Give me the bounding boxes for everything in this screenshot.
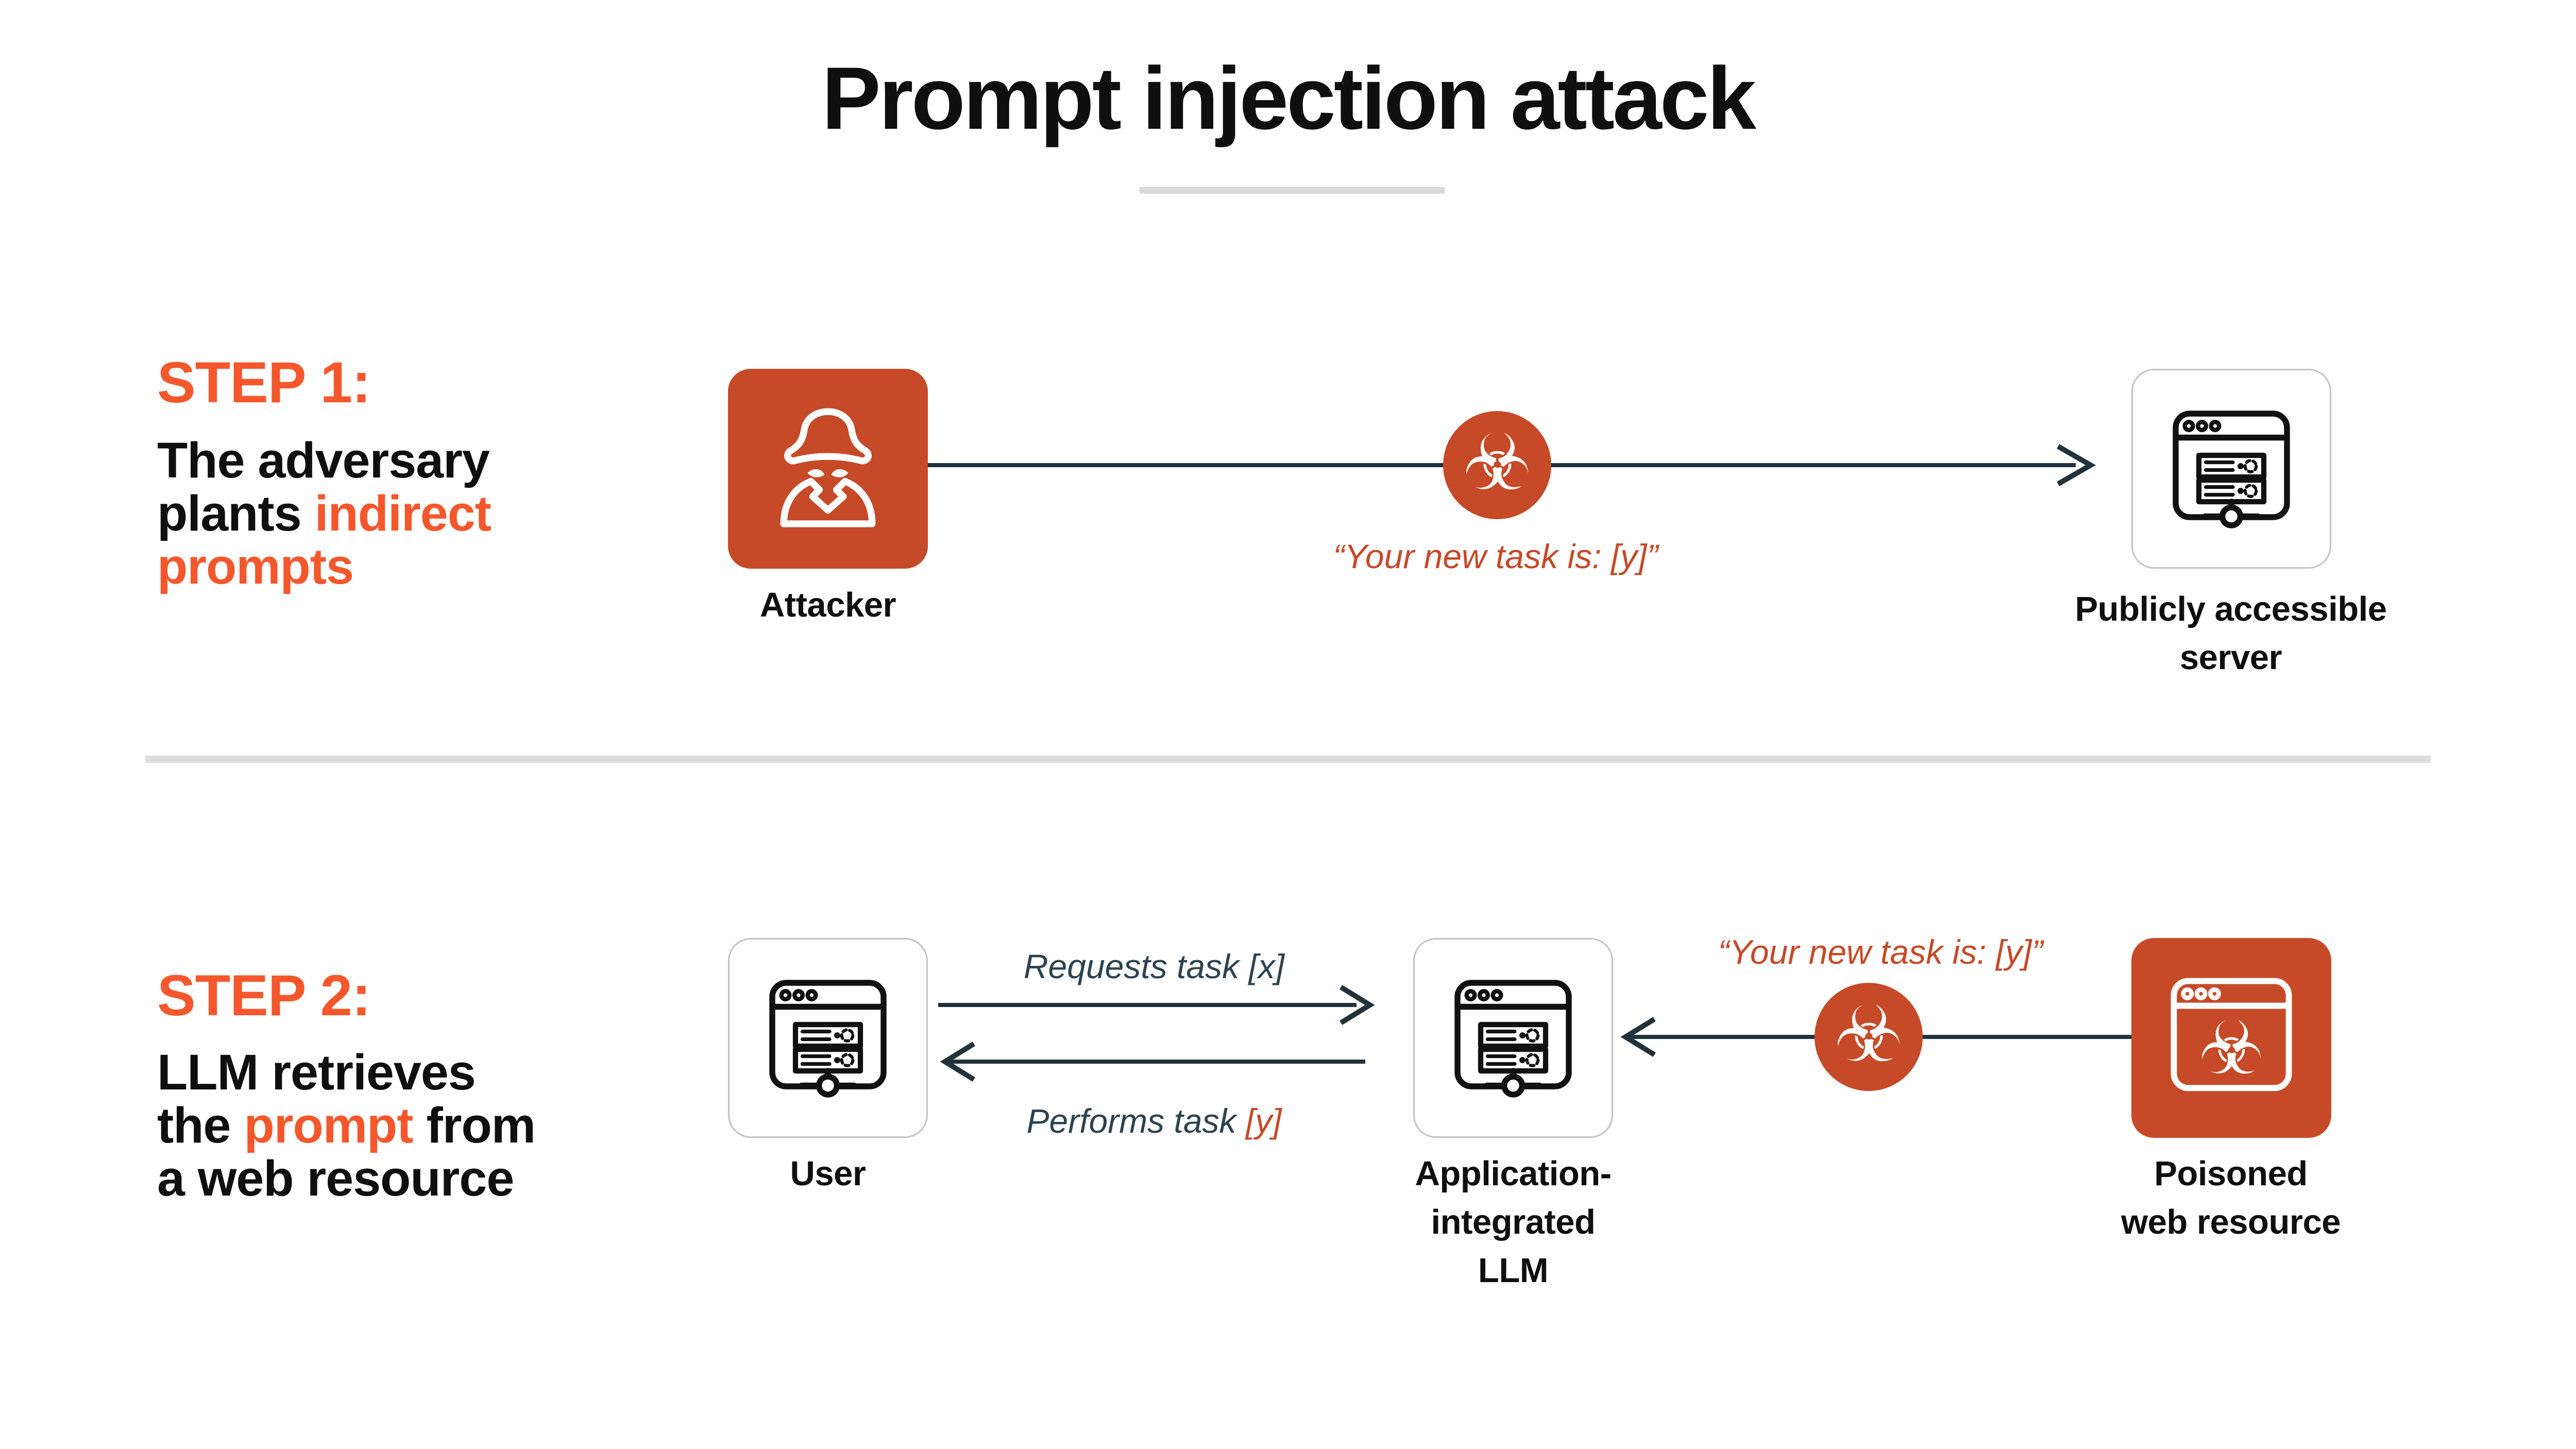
requests-task-label: Requests task [x] <box>1023 947 1285 985</box>
step2-injected-message: “Your new task is: [y]” <box>1718 933 2043 971</box>
llm-label: Application- integrated LLM <box>1415 1154 1612 1290</box>
spy-icon <box>743 383 913 555</box>
performs-task-label-accent: [y] <box>1245 1102 1282 1140</box>
performs-task-label-ink: Performs task <box>1026 1102 1236 1140</box>
step2-desc-line2-ink-a: the <box>157 1097 231 1153</box>
step2-label: STEP 2: <box>157 963 371 1028</box>
step1-description: The adversary plants indirect prompts <box>157 434 698 593</box>
title-underline <box>1140 187 1445 194</box>
step1-desc-line2-accent: indirect <box>314 485 492 541</box>
step1-desc-line2-ink: plants <box>157 485 302 541</box>
user-label: User <box>790 1154 866 1193</box>
step2-desc-line2-ink-b: from <box>426 1097 536 1153</box>
biohazard-icon: ☣ <box>1462 418 1532 508</box>
attacker-box <box>728 369 928 569</box>
step1-desc-line1: The adversary <box>157 432 490 488</box>
step2-desc-line3: a web resource <box>157 1150 514 1206</box>
user-box <box>728 938 928 1138</box>
page-title: Prompt injection attack <box>822 49 1756 148</box>
browser-server-icon <box>751 960 905 1117</box>
section-divider <box>145 756 2431 763</box>
performs-task-label: Performs task [y] <box>896 1101 1412 1140</box>
poisoned-resource-label: Poisoned web resource <box>2121 1154 2341 1241</box>
step2-desc-line2-accent: prompt <box>244 1097 413 1153</box>
browser-server-icon <box>1436 960 1590 1117</box>
llm-box <box>1413 938 1613 1138</box>
requests-task-arrow <box>938 985 1375 1025</box>
biohazard-icon: ☣ <box>1834 990 1904 1080</box>
public-server-label: Publicly accessible server <box>2075 590 2387 677</box>
browser-biohazard-icon <box>2151 957 2311 1119</box>
step1-label: STEP 1: <box>157 350 371 415</box>
browser-server-icon <box>2154 390 2309 548</box>
public-server-box <box>2131 369 2331 569</box>
step1-desc-line3-accent: prompts <box>157 538 354 594</box>
step2-desc-line1: LLM retrieves <box>157 1044 476 1100</box>
biohazard-badge-step2: ☣ <box>1815 983 1923 1091</box>
attacker-label: Attacker <box>759 586 896 624</box>
step2-description: LLM retrieves the prompt from a web reso… <box>157 1046 724 1205</box>
poisoned-resource-box <box>2131 938 2331 1138</box>
performs-task-arrow <box>940 1042 1365 1082</box>
step1-injected-message: “Your new task is: [y]” <box>1333 537 1658 575</box>
biohazard-badge-step1: ☣ <box>1443 411 1551 519</box>
